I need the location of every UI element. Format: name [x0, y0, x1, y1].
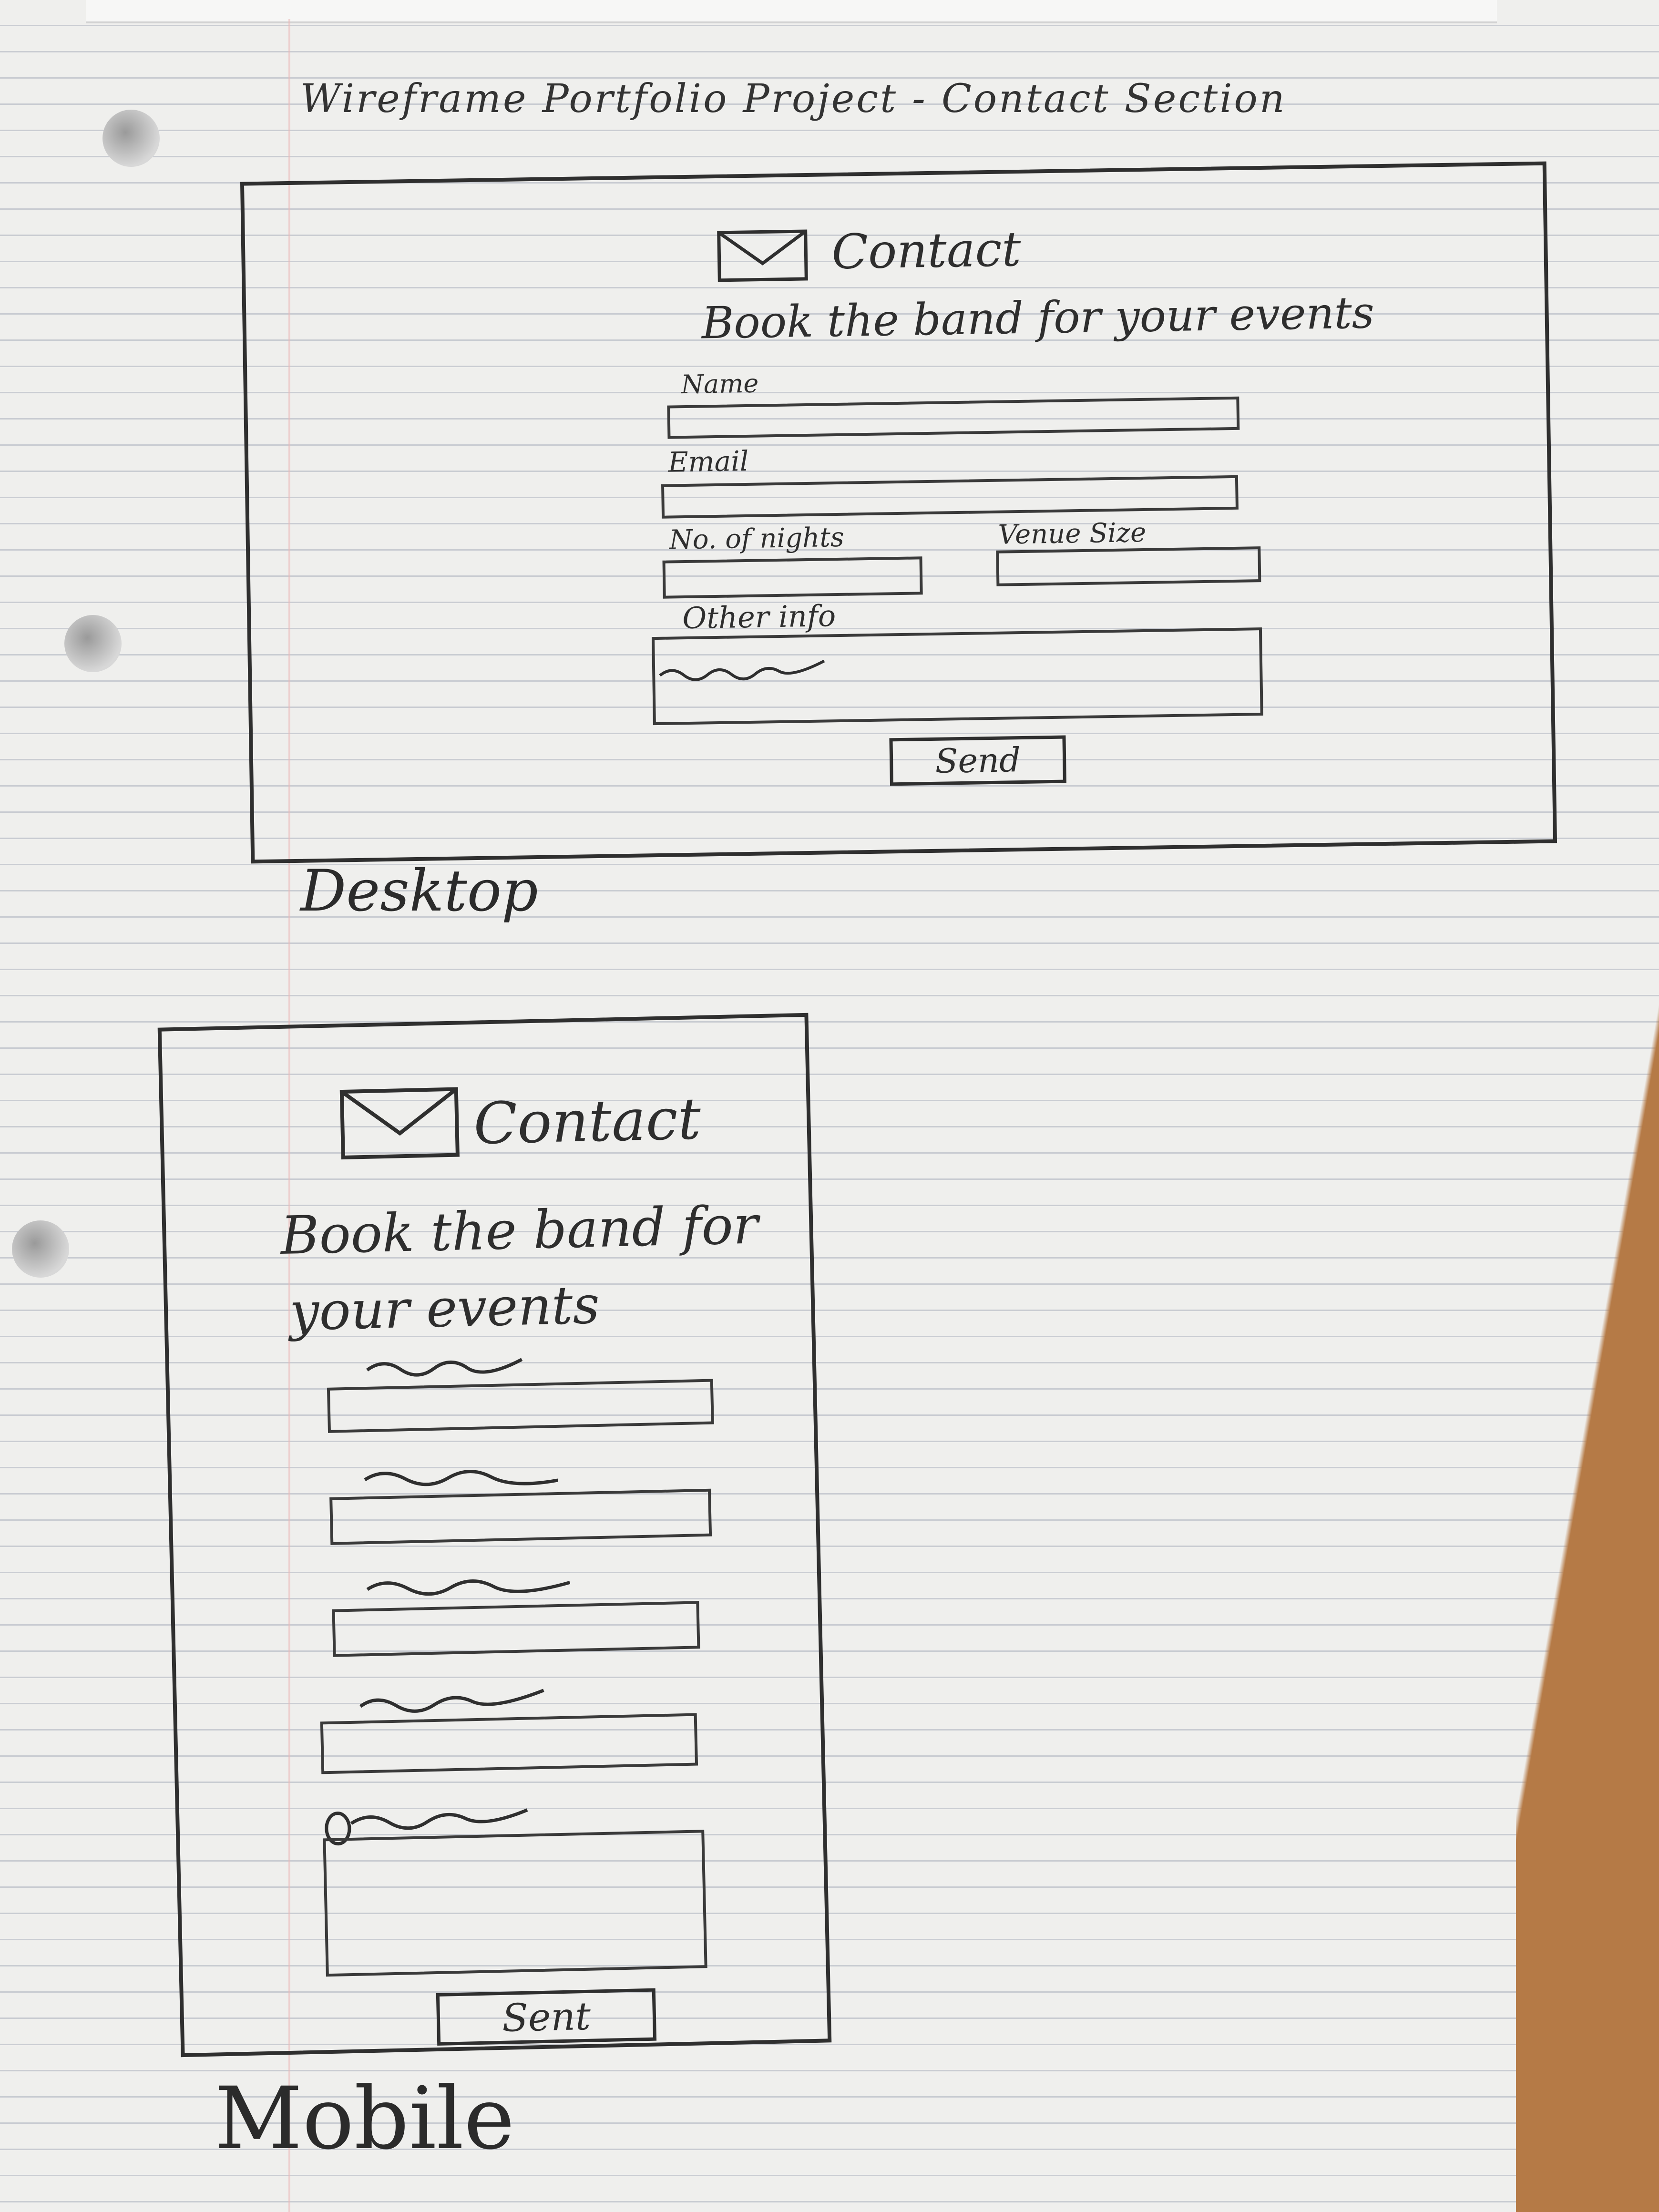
- email-input[interactable]: [661, 475, 1239, 519]
- desk-surface: [1516, 0, 1659, 2212]
- send-button[interactable]: Sent: [436, 1988, 657, 2046]
- scribble-text: [659, 659, 825, 681]
- punch-hole: [12, 1220, 69, 1278]
- venue-input[interactable]: [996, 546, 1261, 586]
- mobile-field-3[interactable]: [332, 1601, 700, 1657]
- label-scribble: [366, 1358, 523, 1377]
- mobile-field-2[interactable]: [329, 1488, 712, 1545]
- mobile-field-1[interactable]: [327, 1379, 714, 1433]
- nights-label: No. of nights: [669, 522, 845, 556]
- email-label: Email: [667, 444, 749, 479]
- contact-heading: Contact: [472, 1086, 702, 1157]
- desktop-wireframe: Contact Book the band for your events Na…: [240, 161, 1557, 864]
- margin-line: [288, 19, 290, 2212]
- label-scribble: [325, 1808, 528, 1846]
- name-label: Name: [681, 368, 759, 400]
- other-info-textarea[interactable]: [652, 627, 1263, 726]
- label-scribble: [366, 1579, 571, 1596]
- label-scribble: [364, 1470, 559, 1486]
- mobile-field-4[interactable]: [320, 1713, 698, 1774]
- mobile-caption: Mobile: [215, 2069, 515, 2169]
- venue-label: Venue Size: [998, 517, 1147, 551]
- other-info-label: Other info: [682, 598, 836, 636]
- nights-input[interactable]: [662, 556, 923, 599]
- envelope-icon: [339, 1087, 460, 1160]
- page-title: Wireframe Portfolio Project - Contact Se…: [300, 76, 1287, 122]
- page-top-fold: [86, 0, 1497, 23]
- contact-heading: Contact: [831, 221, 1022, 280]
- send-button[interactable]: Send: [889, 735, 1066, 786]
- mobile-wireframe: Contact Book the band for your events Se…: [157, 1013, 832, 2058]
- desktop-caption: Desktop: [300, 858, 538, 924]
- name-input[interactable]: [667, 396, 1240, 439]
- contact-subheading: Book the band for your events: [701, 287, 1375, 349]
- label-scribble: [359, 1689, 544, 1713]
- punch-hole: [102, 110, 160, 167]
- mobile-textarea[interactable]: [323, 1830, 707, 1977]
- punch-hole: [64, 615, 122, 672]
- contact-subheading-line2: your events: [288, 1274, 601, 1342]
- contact-subheading-line1: Book the band for: [280, 1194, 759, 1267]
- envelope-icon: [717, 229, 808, 282]
